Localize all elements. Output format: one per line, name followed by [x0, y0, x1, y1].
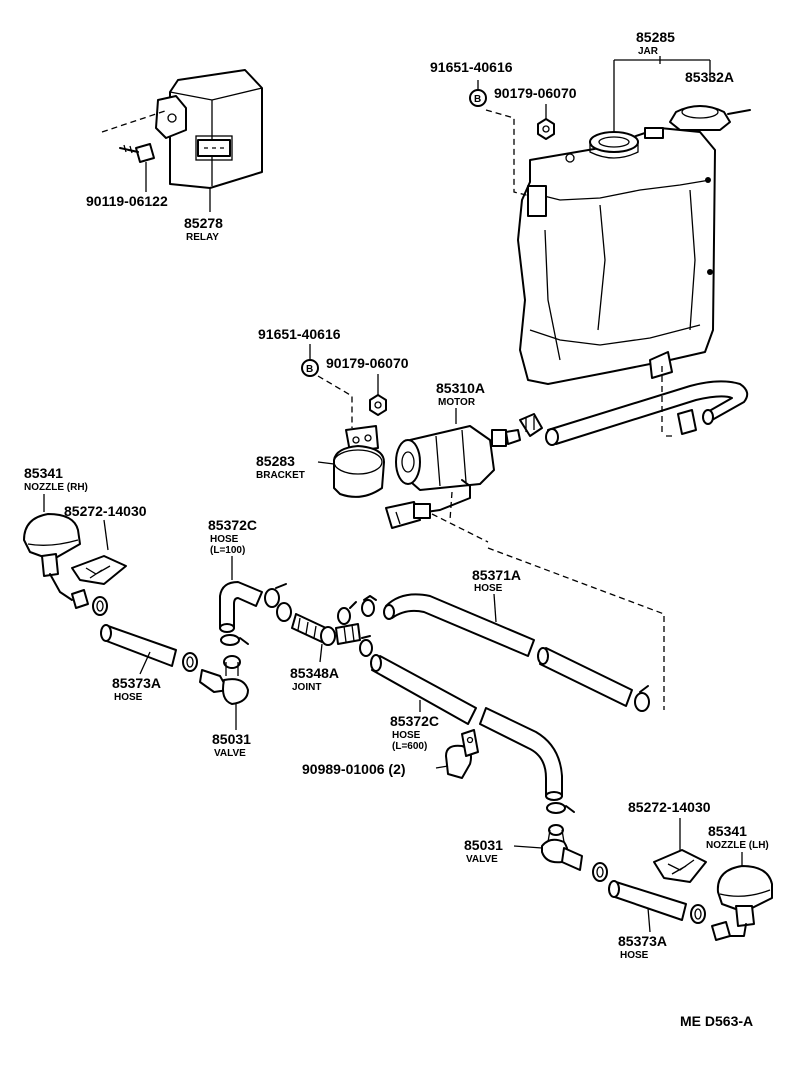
- jar-part-number: 85285: [636, 29, 675, 45]
- hose-rh-part-name: HOSE: [114, 692, 143, 703]
- joint-part-name: JOINT: [292, 682, 321, 693]
- relay: [155, 69, 263, 189]
- jar-outlet-hose: [519, 380, 749, 446]
- nozzle-rh-part-number: 85341: [24, 465, 63, 481]
- hose-mid-length: (L=600): [392, 741, 427, 752]
- motor-part-number: 85310A: [436, 380, 485, 396]
- nozzle-lh-part-name: NOZZLE (LH): [706, 840, 769, 851]
- valve-lh-part-name: VALVE: [466, 854, 498, 865]
- relay-bolt-part-number: 90119-06122: [86, 193, 168, 209]
- hose-long-part-number: 85371A: [472, 567, 521, 583]
- motor-nut-part-number: 90179-06070: [326, 355, 409, 371]
- hose-short-part-number: 85372C: [208, 517, 257, 533]
- lh-clamp-1: [592, 862, 608, 882]
- motor-connector: [385, 501, 431, 529]
- hose-long: [383, 593, 633, 707]
- hose-rh: [100, 624, 177, 667]
- hose-lh-part-number: 85373A: [618, 933, 667, 949]
- nozzle-rh: [23, 513, 81, 601]
- motor-bracket: [333, 425, 385, 498]
- joint-part-number: 85348A: [290, 665, 339, 681]
- lh-nozzle-fitting: [711, 921, 731, 941]
- hose-rh-part-number: 85373A: [112, 675, 161, 691]
- jar-part-name: JAR: [638, 46, 659, 57]
- motor-screw-part-number: 91651-40616: [258, 326, 341, 342]
- clip-lh: [653, 849, 707, 883]
- short-hose-clamp-1: [264, 583, 287, 608]
- jar-filler-neck: [589, 131, 639, 153]
- jar-cap: [669, 105, 751, 131]
- hose-short-length: (L=100): [210, 545, 245, 556]
- jar-nut-part-number: 90179-06070: [494, 85, 577, 101]
- long-hose-clamp: [634, 685, 650, 712]
- jar-nut: [537, 118, 555, 140]
- joint-clamps: [337, 595, 377, 657]
- drawing-code: ME D563-A: [680, 1013, 753, 1029]
- clamp-part-number: 90989-01006 (2): [302, 761, 406, 777]
- clip-rh: [71, 555, 127, 585]
- clip-rh-part-number: 85272-14030: [64, 503, 147, 519]
- lh-clamp-2: [690, 904, 706, 924]
- valve-lh-part-number: 85031: [464, 837, 503, 853]
- valve-lh-clamp: [546, 802, 575, 814]
- clip-lh-part-number: 85272-14030: [628, 799, 711, 815]
- jar-screw-mark: B: [474, 94, 481, 105]
- hose-lh-part-name: HOSE: [620, 950, 649, 961]
- short-hose-clamp-2: [276, 602, 292, 622]
- motor: [395, 425, 521, 513]
- nozzle-lh-part-number: 85341: [708, 823, 747, 839]
- relay-part-name: RELAY: [186, 232, 219, 243]
- hose-mid-part-number: 85372C: [390, 713, 439, 729]
- hose-lh: [608, 880, 687, 921]
- rh-clamp-1: [92, 596, 108, 616]
- jar-mount-tab: [527, 185, 547, 217]
- hose-mid-part-name: HOSE: [392, 730, 421, 741]
- motor-screw-mark-circle: [301, 359, 319, 377]
- relay-part-number: 85278: [184, 215, 223, 231]
- nozzle-lh: [716, 865, 773, 937]
- hose-clamp-bracket: [445, 729, 479, 779]
- motor-screw-mark: B: [306, 364, 313, 375]
- valve-rh-part-name: VALVE: [214, 748, 246, 759]
- valve-lh: [541, 824, 583, 871]
- valve-rh-clamp: [220, 634, 249, 646]
- nozzle-rh-part-name: NOZZLE (RH): [24, 482, 88, 493]
- washer-jar: [517, 127, 716, 385]
- hose-short: [219, 581, 263, 633]
- motor-nut: [369, 394, 387, 416]
- bracket-part-number: 85283: [256, 453, 295, 469]
- relay-bolt: [119, 143, 155, 163]
- motor-part-name: MOTOR: [438, 397, 476, 408]
- rh-clamp-2: [182, 652, 198, 672]
- hose-long-part-name: HOSE: [474, 583, 503, 594]
- hose-mid: [370, 654, 563, 801]
- hose-short-part-name: HOSE: [210, 534, 239, 545]
- bracket-part-name: BRACKET: [256, 470, 305, 481]
- rh-nozzle-fitting: [71, 589, 89, 609]
- valve-rh-part-number: 85031: [212, 731, 251, 747]
- valve-rh: [199, 655, 249, 705]
- cap-part-number: 85332A: [685, 69, 734, 85]
- jar-screw-part-number: 91651-40616: [430, 59, 513, 75]
- joint: [291, 613, 361, 646]
